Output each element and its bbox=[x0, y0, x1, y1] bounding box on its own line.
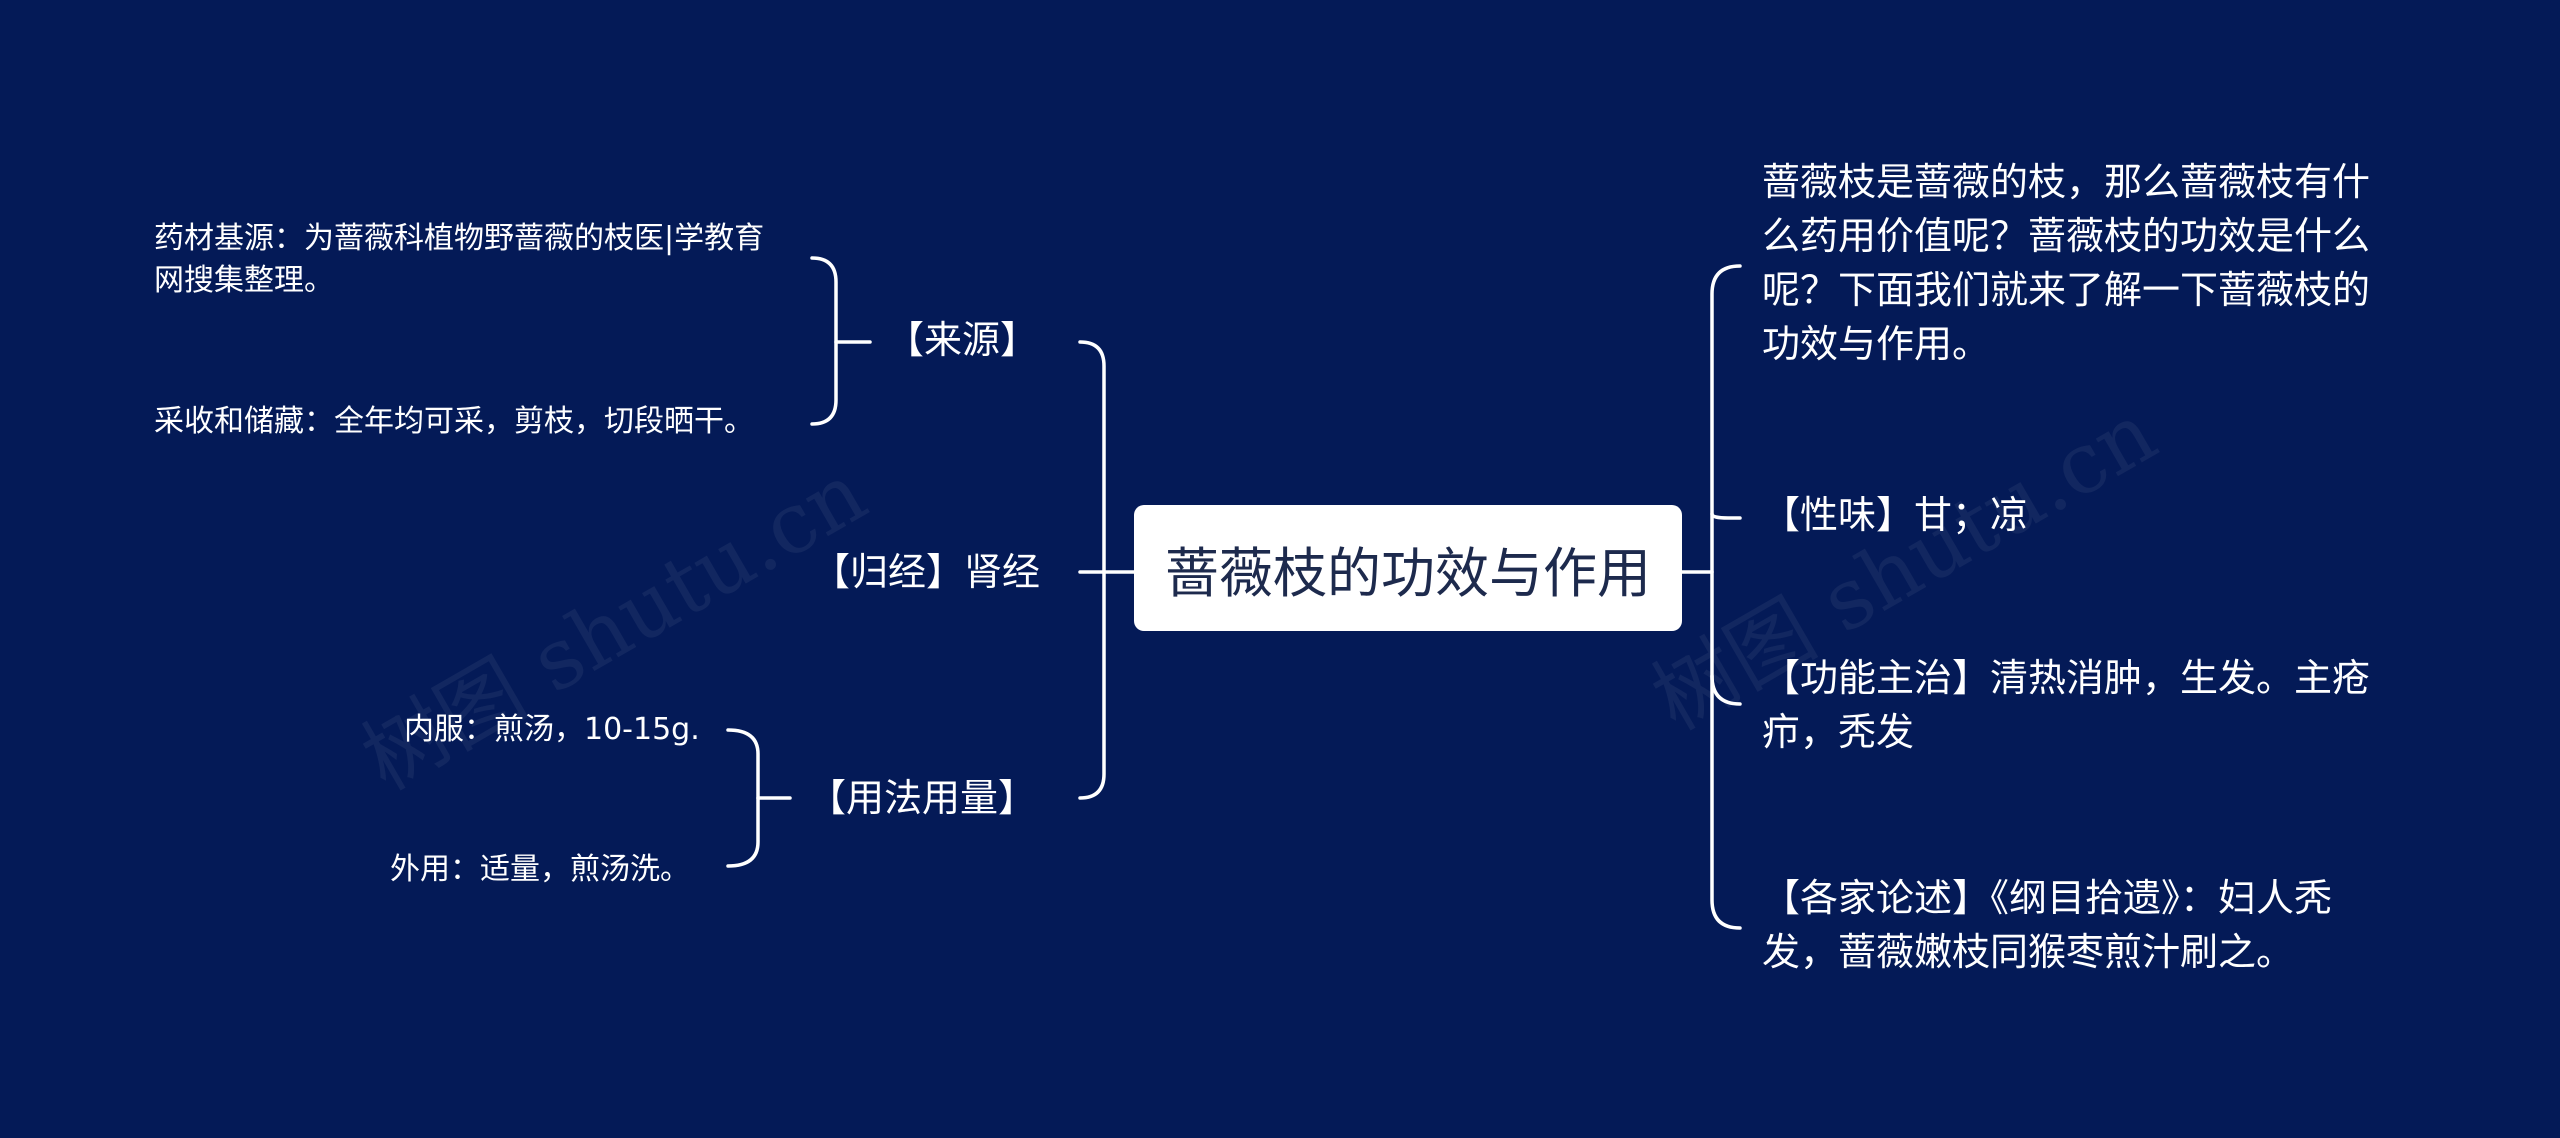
connector-left-bracket bbox=[1078, 340, 1106, 800]
usage-item-internal[interactable]: 内服：煎汤，10-15g. bbox=[404, 712, 700, 747]
branch-function-text: 【功能主治】清热消肿，生发。主疮疖，秃发 bbox=[1762, 656, 2371, 754]
central-topic-label: 蔷薇枝的功效与作用 bbox=[1165, 541, 1651, 605]
central-topic[interactable]: 蔷薇枝的功效与作用 bbox=[1134, 505, 1682, 631]
branch-function[interactable]: 【功能主治】清热消肿，生发。主疮疖，秃发 bbox=[1762, 651, 2382, 759]
source-item-origin-text: 药材基源：为蔷薇科植物野蔷薇的枝医|学教育网搜集整理。 bbox=[154, 221, 765, 298]
branch-discussion[interactable]: 【各家论述】《纲目拾遗》：妇人秃发，蔷薇嫩枝同猴枣煎汁刷之。 bbox=[1762, 871, 2382, 979]
branch-intro-text: 蔷薇枝是蔷薇的枝，那么蔷薇枝有什么药用价值呢？蔷薇枝的功效是什么呢？下面我们就来… bbox=[1762, 160, 2371, 366]
branch-taste-text: 【性味】甘；凉 bbox=[1762, 493, 2029, 537]
usage-item-external[interactable]: 外用：适量，煎汤洗。 bbox=[390, 852, 690, 887]
branch-intro[interactable]: 蔷薇枝是蔷薇的枝，那么蔷薇枝有什么药用价值呢？蔷薇枝的功效是什么呢？下面我们就来… bbox=[1762, 155, 2382, 371]
watermark-left: 树图 shutu.cn bbox=[346, 443, 882, 809]
source-item-harvest[interactable]: 采收和储藏：全年均可采，剪枝，切段晒干。 bbox=[154, 404, 754, 439]
branch-taste[interactable]: 【性味】甘；凉 bbox=[1762, 488, 2382, 542]
branch-usage[interactable]: 【用法用量】 bbox=[808, 776, 1037, 820]
branch-meridian[interactable]: 【归经】肾经 bbox=[812, 550, 1041, 594]
branch-discussion-text: 【各家论述】《纲目拾遗》：妇人秃发，蔷薇嫩枝同猴枣煎汁刷之。 bbox=[1762, 876, 2333, 974]
connector-usage-bracket bbox=[726, 728, 760, 868]
source-item-origin[interactable]: 药材基源：为蔷薇科植物野蔷薇的枝医|学教育网搜集整理。 bbox=[154, 218, 794, 302]
branch-source[interactable]: 【来源】 bbox=[886, 318, 1039, 362]
connector-right-taste bbox=[1710, 512, 1742, 520]
connector-source-bracket bbox=[810, 256, 838, 426]
